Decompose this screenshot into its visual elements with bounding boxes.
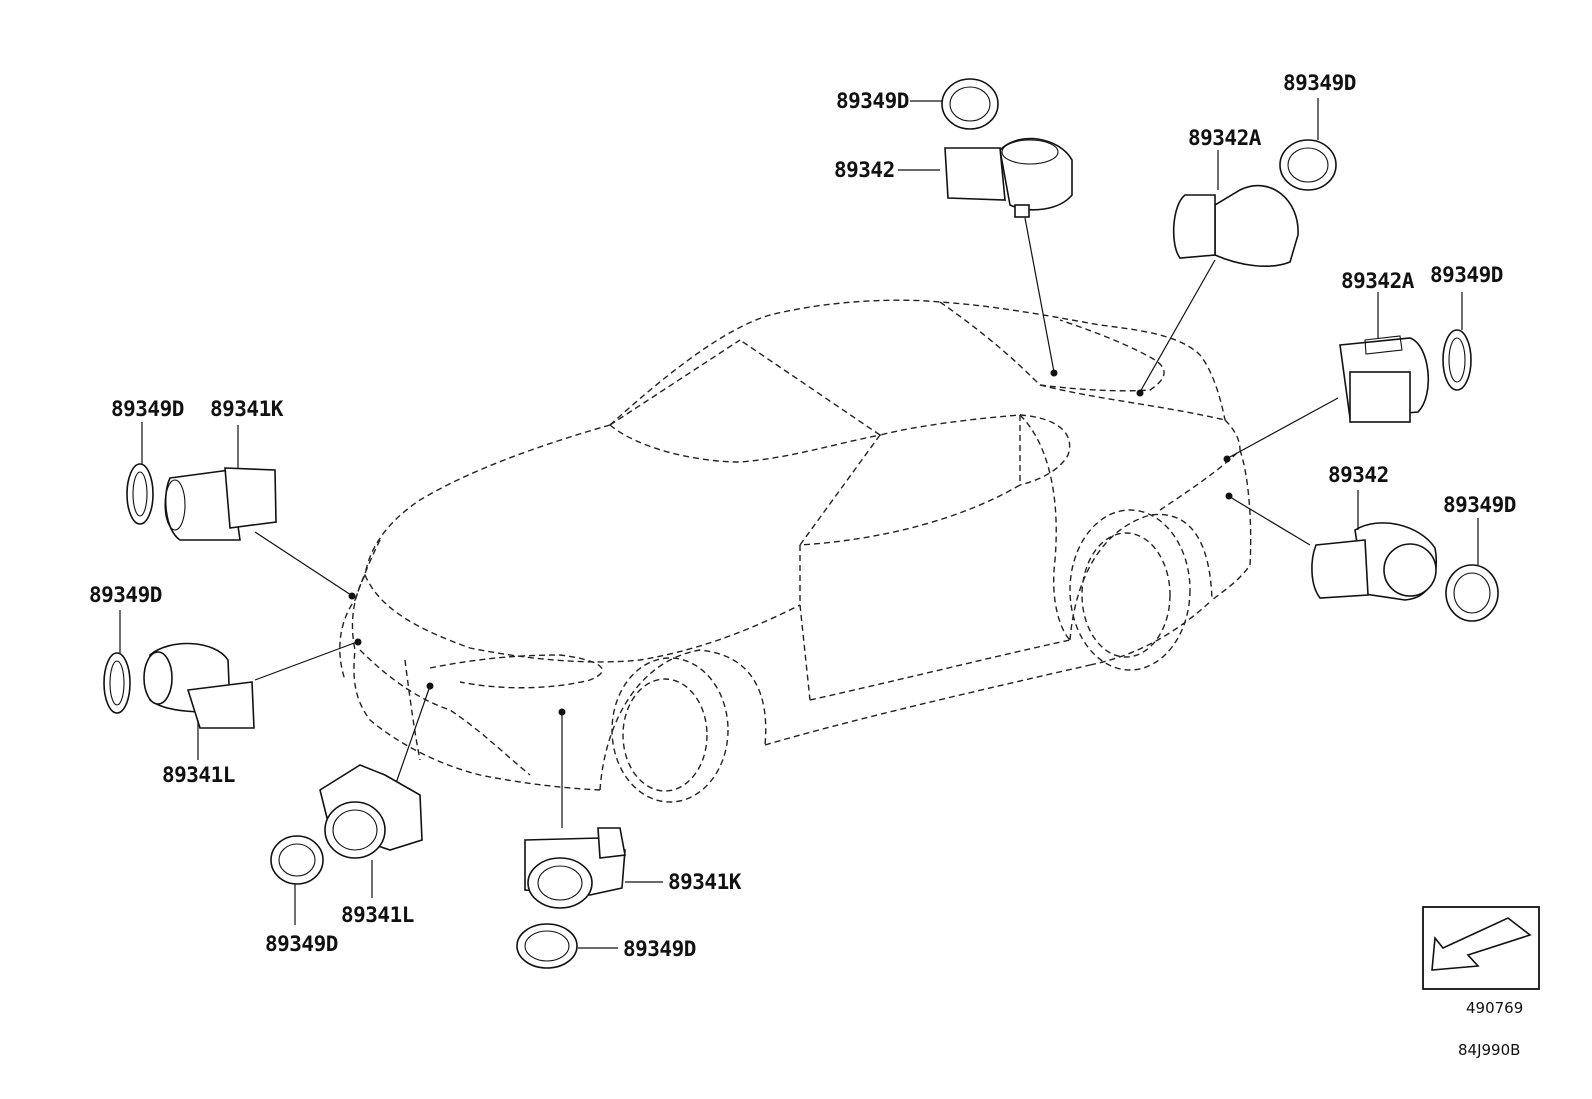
label-top-sensor: 89342 xyxy=(834,158,895,182)
ring-right-a xyxy=(1442,292,1472,391)
sensor-front-k xyxy=(524,827,663,909)
sensor-top-right xyxy=(1172,150,1299,267)
ring-front-k xyxy=(516,923,618,969)
arrow-down-left-icon xyxy=(1431,917,1532,971)
sensor-right-a xyxy=(1339,292,1430,423)
leader-lines xyxy=(254,217,1339,828)
label-right-sensor: 89342 xyxy=(1328,463,1389,487)
ring-front-l xyxy=(270,835,324,925)
car-outline xyxy=(339,299,1252,803)
label-left-ring-upper: 89349D xyxy=(111,397,184,421)
sensor-left-l xyxy=(143,642,255,760)
part-labels: 89349D 89342 89349D 89342A 89342A 89349D… xyxy=(89,71,1516,961)
label-top-right-sensor: 89342A xyxy=(1188,126,1262,150)
view-code: 490769 xyxy=(1466,999,1523,1017)
label-front-sensor-l: 89341L xyxy=(341,903,414,927)
label-front-ring-k: 89349D xyxy=(623,937,696,961)
ring-top-right xyxy=(1279,98,1337,191)
sensor-top xyxy=(898,137,1073,218)
label-front-ring-l: 89349D xyxy=(265,932,338,956)
ring-left-lower xyxy=(103,610,131,714)
ring-left-upper xyxy=(126,422,154,525)
figure-code: 84J990B xyxy=(1458,1041,1520,1059)
label-right-ring: 89349D xyxy=(1443,493,1516,517)
sensor-right xyxy=(1311,490,1437,601)
label-right-sensor-a: 89342A xyxy=(1341,269,1415,293)
label-left-ring-lower: 89349D xyxy=(89,583,162,607)
sensor-front-l xyxy=(319,764,423,898)
label-left-sensor-k: 89341K xyxy=(210,397,284,421)
label-front-sensor-k: 89341K xyxy=(668,870,742,894)
label-right-ring-a: 89349D xyxy=(1430,263,1503,287)
label-left-sensor-l: 89341L xyxy=(162,763,235,787)
view-indicator: 490769 xyxy=(1422,906,1540,1017)
ring-top xyxy=(910,78,999,130)
label-top-right-ring: 89349D xyxy=(1283,71,1356,95)
ring-right xyxy=(1445,518,1499,622)
sensor-left-k xyxy=(164,425,277,541)
label-top-ring: 89349D xyxy=(836,89,909,113)
